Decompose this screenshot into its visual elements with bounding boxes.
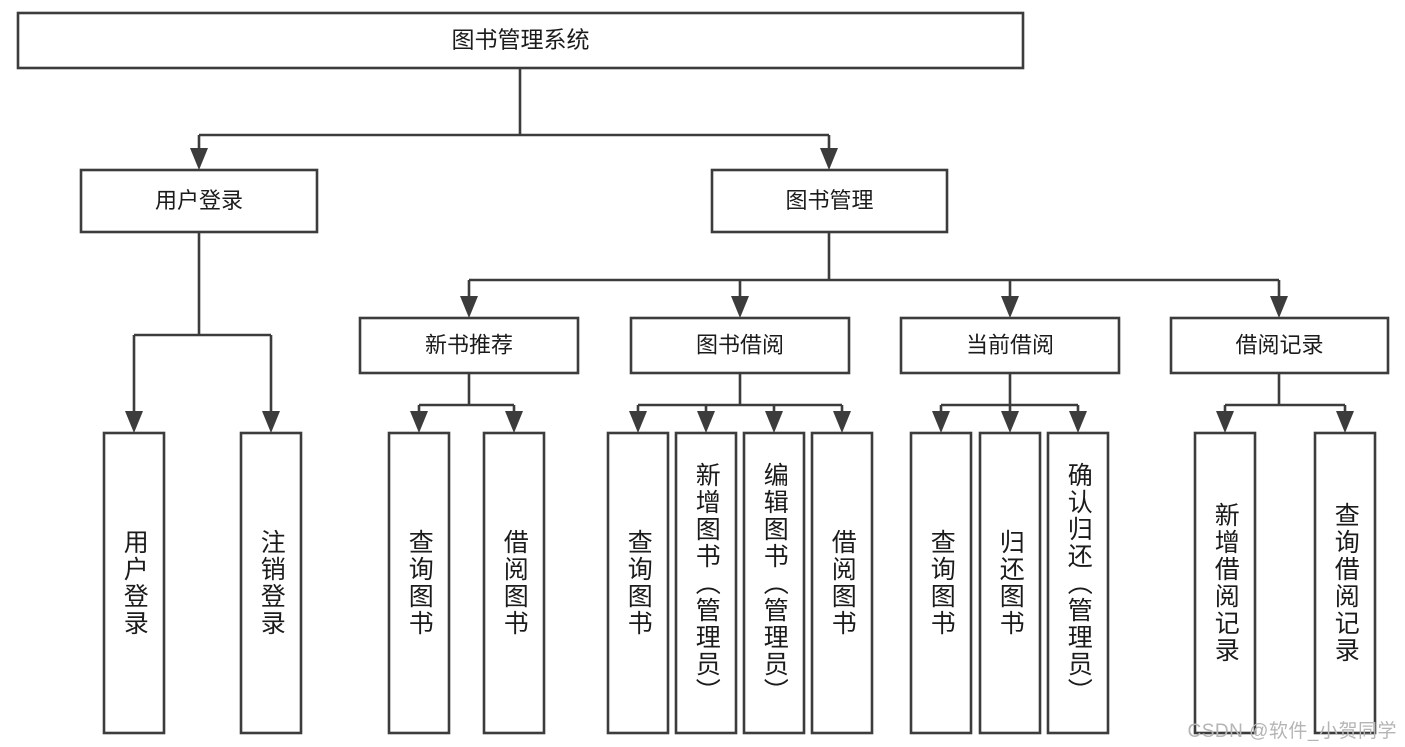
arrow-head-icon: [731, 296, 749, 318]
arrow-head-icon: [190, 148, 208, 170]
node-box-leaf-0[interactable]: [102, 431, 166, 735]
node-label-level2-3: 借阅记录: [1235, 332, 1323, 357]
node-label-level2-2: 当前借阅: [966, 332, 1054, 357]
arrow-head-icon: [1336, 411, 1354, 433]
arrow-head-icon: [820, 148, 838, 170]
arrow-head-icon: [932, 411, 950, 433]
node-box-leaf-5[interactable]: [674, 431, 738, 735]
node-box-leaf-7[interactable]: [810, 431, 874, 735]
node-label-level1-1: 图书管理: [785, 188, 873, 213]
arrow-head-icon: [1270, 296, 1288, 318]
arrow-head-icon: [1001, 411, 1019, 433]
node-box-leaf-11[interactable]: [1193, 431, 1257, 735]
arrow-head-icon: [629, 411, 647, 433]
node-box-root[interactable]: [16, 11, 1025, 70]
node-box-leaf-4[interactable]: [606, 431, 670, 735]
arrow-head-icon: [460, 296, 478, 318]
arrow-head-icon: [833, 411, 851, 433]
node-box-leaf-6[interactable]: [742, 431, 806, 735]
arrow-head-icon: [765, 411, 783, 433]
node-box-leaf-3[interactable]: [482, 431, 546, 735]
arrow-head-icon: [262, 411, 280, 433]
arrow-head-icon: [505, 411, 523, 433]
connector-lines: [125, 68, 1354, 433]
watermark-text: CSDN @软件_小贺同学: [1187, 721, 1397, 742]
node-label-root: 图书管理系统: [452, 27, 590, 53]
node-box-leaf-1[interactable]: [239, 431, 303, 735]
node-box-leaf-12[interactable]: [1313, 431, 1377, 735]
node-box-level2-1[interactable]: [629, 316, 851, 375]
node-label-level1-0: 用户登录: [155, 188, 243, 213]
arrow-head-icon: [1069, 411, 1087, 433]
node-box-leaf-10[interactable]: [1046, 431, 1110, 735]
node-boxes: [16, 11, 1390, 735]
node-box-level1-1[interactable]: [710, 168, 949, 234]
node-box-leaf-2[interactable]: [387, 431, 451, 735]
node-label-level2-1: 图书借阅: [696, 332, 784, 357]
node-box-level2-3[interactable]: [1169, 316, 1390, 375]
node-label-level2-0: 新书推荐: [425, 332, 513, 357]
node-box-leaf-8[interactable]: [909, 431, 973, 735]
arrow-head-icon: [1216, 411, 1234, 433]
node-box-level1-0[interactable]: [79, 168, 319, 234]
arrow-head-icon: [410, 411, 428, 433]
node-box-level2-0[interactable]: [358, 316, 580, 375]
arrow-head-icon: [697, 411, 715, 433]
node-box-level2-2[interactable]: [899, 316, 1121, 375]
node-box-leaf-9[interactable]: [978, 431, 1042, 735]
arrow-head-icon: [1001, 296, 1019, 318]
arrow-head-icon: [125, 411, 143, 433]
